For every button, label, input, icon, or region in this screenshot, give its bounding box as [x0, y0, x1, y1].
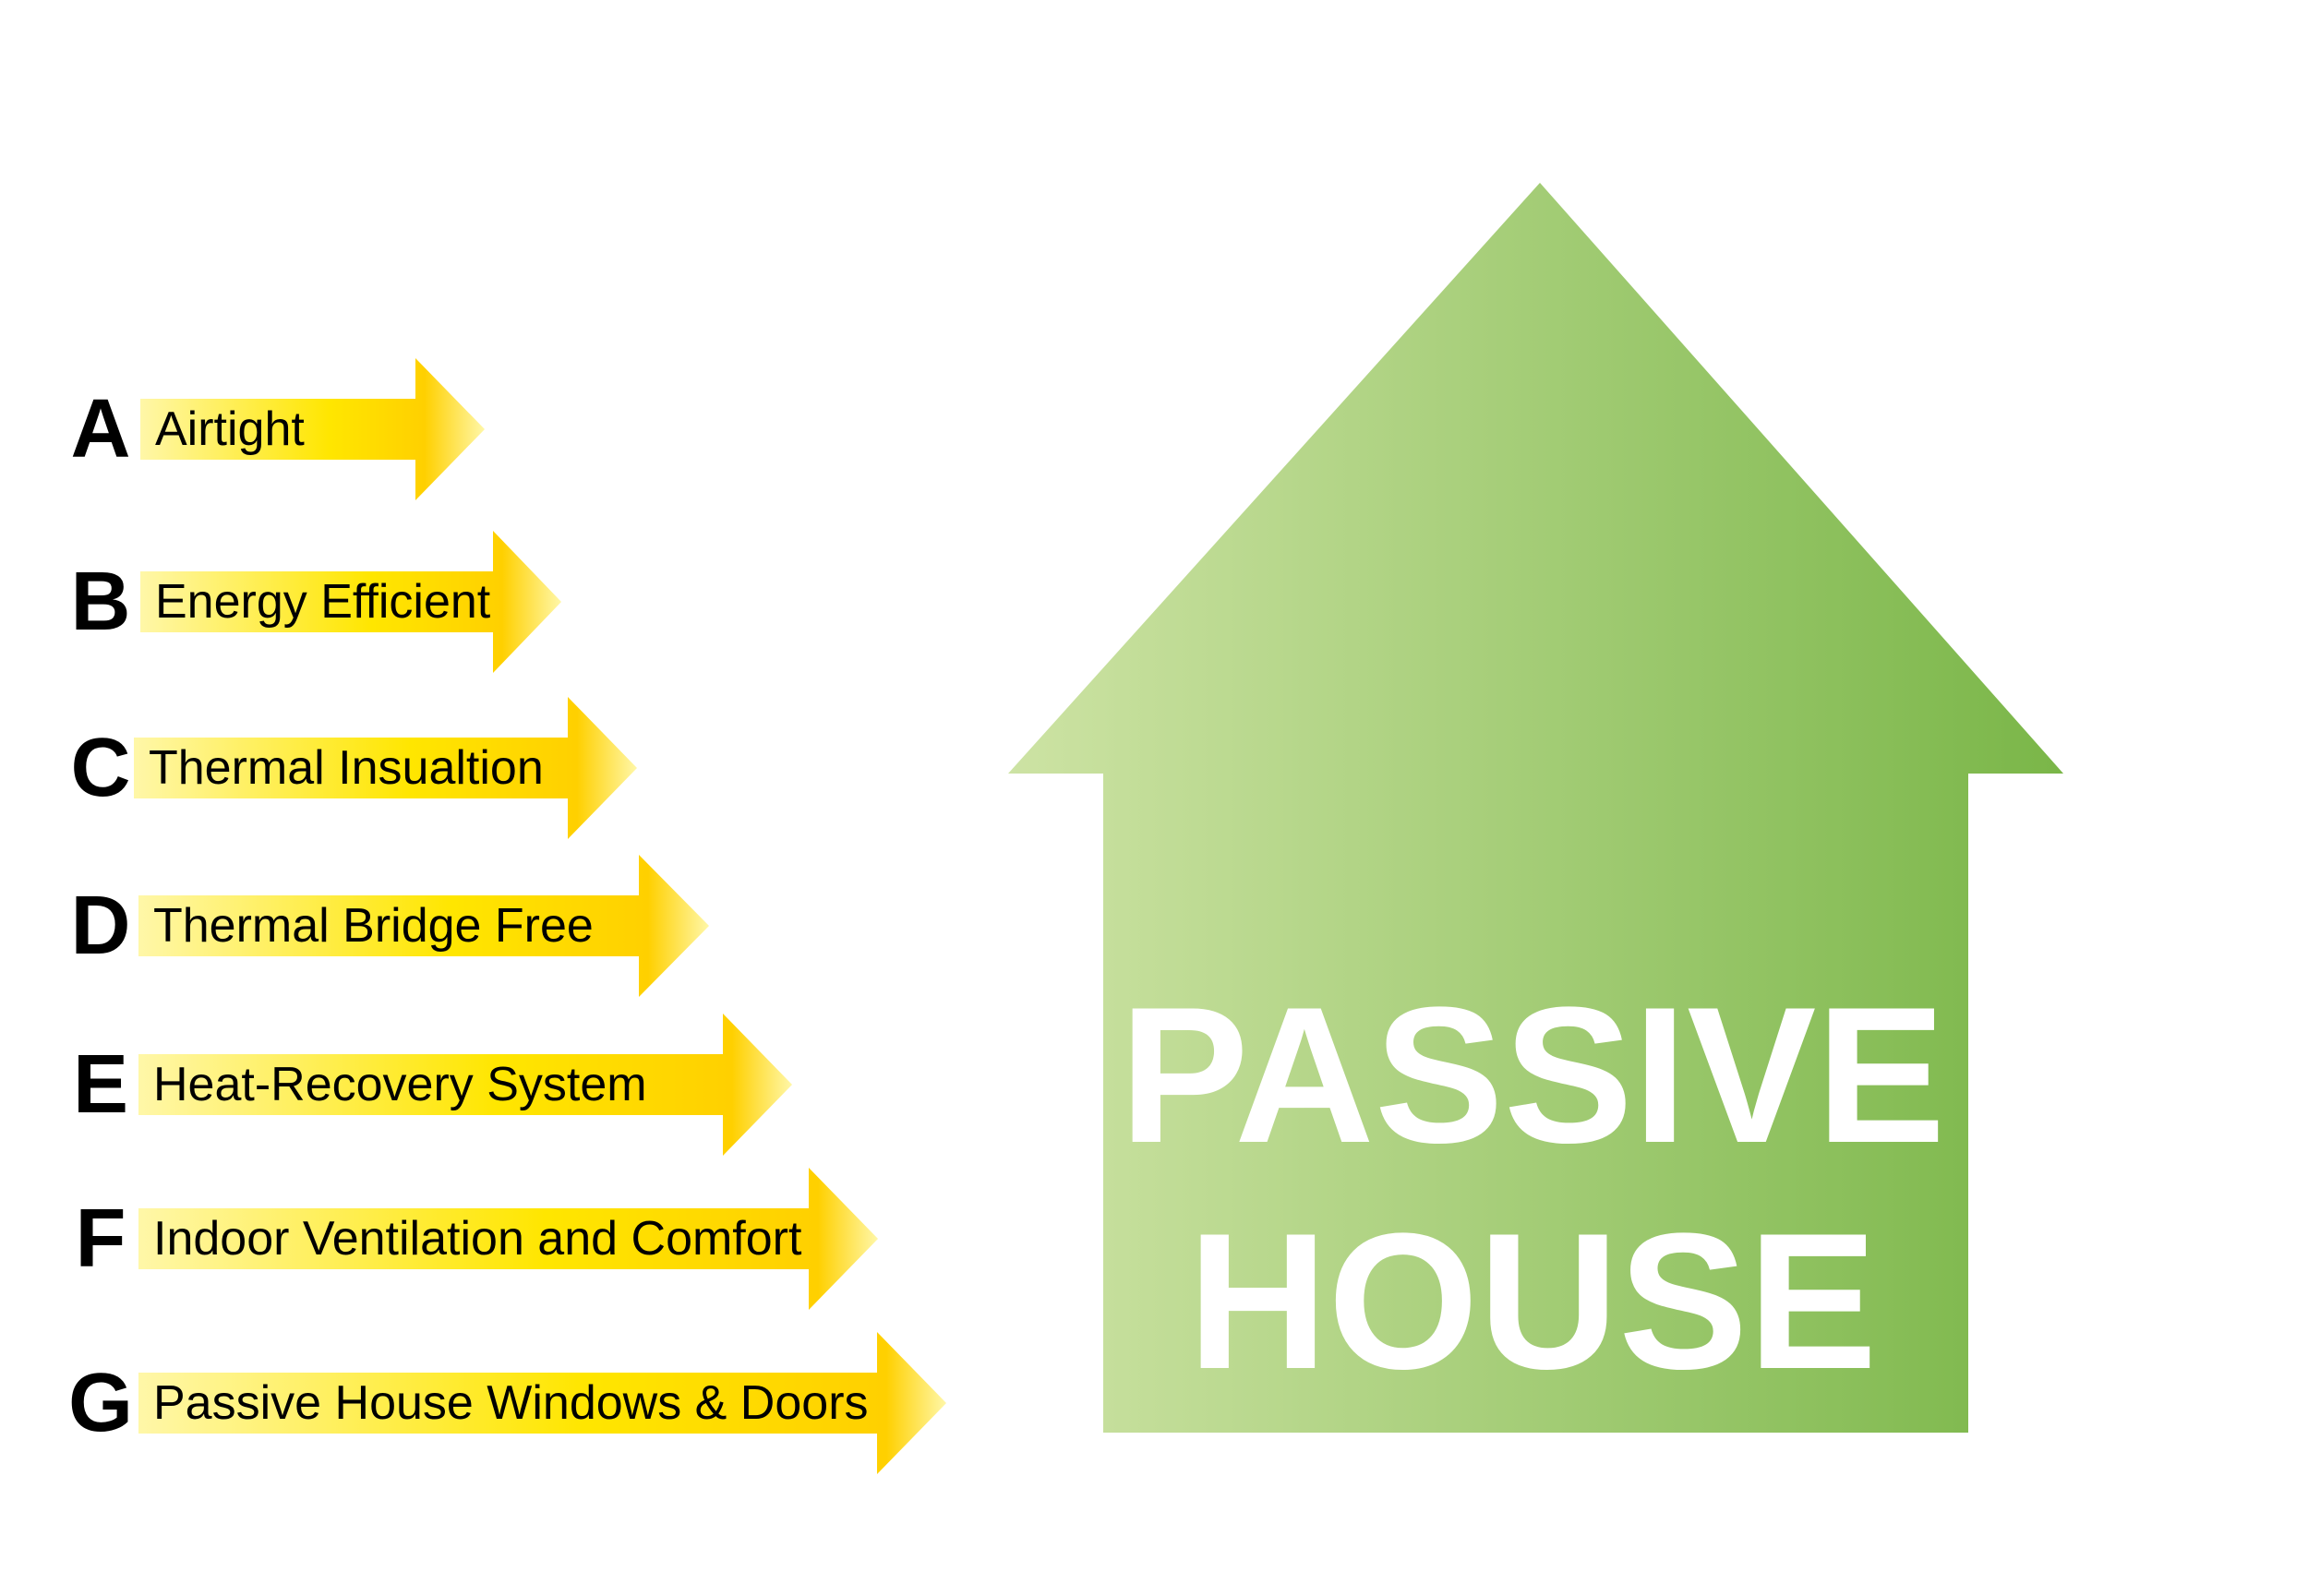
arrow-g [138, 1332, 946, 1474]
feature-row-e: E Heat-Recovery System [0, 1011, 1016, 1158]
arrow-e [138, 1014, 792, 1156]
feature-letter: A [70, 383, 131, 475]
feature-label: Thermal Bridge Free [153, 899, 594, 953]
feature-label: Energy Efficient [155, 575, 491, 629]
house-body [1008, 183, 2063, 1433]
arrow-d [138, 855, 709, 997]
feature-row-a: A Airtight [0, 355, 1016, 503]
feature-letter: G [67, 1357, 133, 1449]
arrow-b [140, 531, 561, 673]
arrow-shape [140, 531, 561, 673]
feature-letter: B [70, 556, 131, 648]
feature-row-c: C Thermal Insualtion [0, 694, 1016, 842]
arrow-shape [134, 697, 637, 839]
feature-label: Passive House Windows & Doors [153, 1376, 869, 1430]
house-title-line2: HOUSE [1187, 1193, 1878, 1410]
feature-letter: E [72, 1038, 129, 1131]
arrow-f [138, 1168, 878, 1310]
feature-letter: F [75, 1193, 126, 1285]
house-title-line1: PASSIVE [1119, 966, 1946, 1183]
feature-letter: C [70, 722, 131, 814]
feature-letter: D [70, 880, 131, 972]
feature-label: Airtight [155, 402, 305, 456]
feature-row-d: D Thermal Bridge Free [0, 852, 1016, 1000]
feature-row-b: B Energy Efficient [0, 528, 1016, 676]
arrow-a [140, 358, 485, 500]
arrow-shape [138, 1014, 792, 1156]
feature-row-g: G Passive House Windows & Doors [0, 1329, 1016, 1477]
feature-label: Heat-Recovery System [153, 1058, 647, 1111]
arrow-c [134, 697, 637, 839]
arrow-shape [140, 358, 485, 500]
arrow-shape [138, 1168, 878, 1310]
feature-label: Thermal Insualtion [149, 741, 544, 795]
arrow-shape [138, 1332, 946, 1474]
feature-label: Indoor Ventilation and Comfort [153, 1212, 802, 1266]
arrow-shape [138, 855, 709, 997]
feature-row-f: F Indoor Ventilation and Comfort [0, 1165, 1016, 1313]
